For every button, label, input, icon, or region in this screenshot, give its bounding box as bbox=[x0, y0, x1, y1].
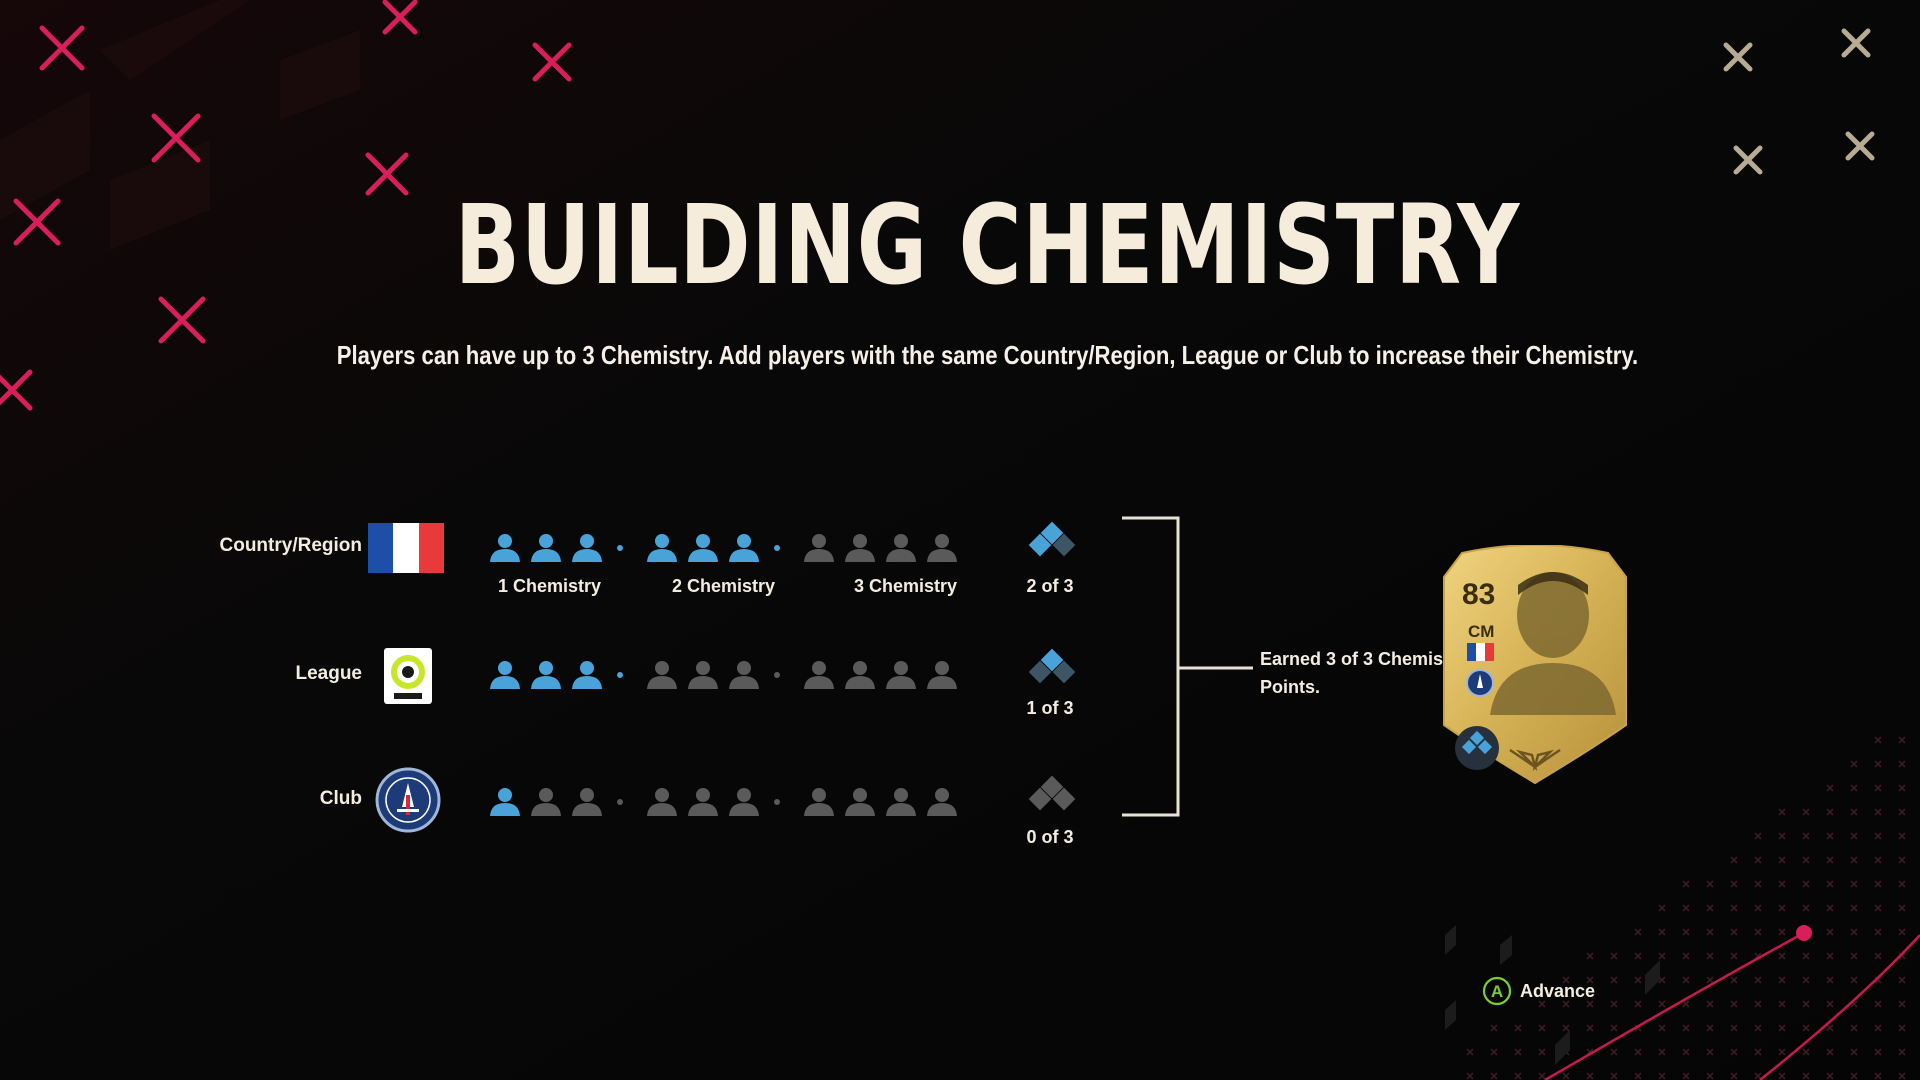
tier-separator-dot bbox=[774, 799, 780, 805]
person-icon bbox=[647, 788, 677, 816]
person-icon bbox=[531, 661, 561, 689]
row-label-club: Club bbox=[319, 788, 362, 809]
tier-separator-dot bbox=[617, 799, 623, 805]
psg-crest-icon bbox=[375, 767, 441, 833]
tier-separator-dot bbox=[617, 672, 623, 678]
person-icon bbox=[572, 534, 602, 562]
person-icon bbox=[572, 788, 602, 816]
advance-prompt[interactable]: A Advance bbox=[1482, 976, 1595, 1006]
person-icon bbox=[927, 534, 957, 562]
tier-separator-dot bbox=[774, 545, 780, 551]
person-icon bbox=[688, 788, 718, 816]
tier-label-1: 1 Chemistry bbox=[498, 576, 602, 596]
person-icon bbox=[572, 661, 602, 689]
earned-chemistry-text: Earned 3 of 3 Chemistry Points. bbox=[1260, 649, 1467, 697]
row-label-country: Country/Region bbox=[219, 535, 363, 556]
player-card[interactable] bbox=[1440, 545, 1630, 785]
person-icon bbox=[647, 661, 677, 689]
player-position: CM bbox=[1468, 622, 1495, 641]
pink-crosses bbox=[0, 0, 572, 411]
progress-label-club: 0 of 3 bbox=[1026, 827, 1074, 847]
pink-swoosh bbox=[1544, 933, 1920, 1080]
chemistry-diamond-icon-club bbox=[1028, 775, 1076, 811]
person-icon bbox=[804, 534, 834, 562]
person-icon bbox=[927, 661, 957, 689]
person-icon bbox=[804, 661, 834, 689]
progress-label-league: 1 of 3 bbox=[1026, 698, 1074, 718]
person-icon bbox=[490, 534, 520, 562]
person-icon bbox=[845, 534, 875, 562]
person-icon bbox=[927, 788, 957, 816]
person-icon bbox=[688, 534, 718, 562]
a-button-glyph: A bbox=[1491, 982, 1503, 1001]
tier-label-3: 3 Chemistry bbox=[854, 576, 958, 596]
summary-bracket bbox=[1122, 516, 1253, 817]
person-icon bbox=[729, 534, 759, 562]
persons-row-country bbox=[489, 533, 958, 563]
person-icon bbox=[531, 788, 561, 816]
person-icon bbox=[886, 661, 916, 689]
ligue-1-logo-icon bbox=[384, 648, 432, 704]
person-icon bbox=[845, 661, 875, 689]
advance-label: Advance bbox=[1520, 980, 1596, 1001]
person-icon bbox=[804, 788, 834, 816]
person-icon bbox=[845, 788, 875, 816]
page-title: BUILDING CHEMISTRY bbox=[454, 181, 1521, 309]
tier-separator-dot bbox=[774, 672, 780, 678]
player-silhouette-icon bbox=[1490, 572, 1616, 715]
person-icon bbox=[688, 661, 718, 689]
beige-crosses bbox=[1723, 28, 1875, 175]
person-icon bbox=[729, 788, 759, 816]
tier-separator-dot bbox=[617, 545, 623, 551]
person-icon bbox=[490, 661, 520, 689]
person-icon bbox=[647, 534, 677, 562]
page-subtitle: Players can have up to 3 Chemistry. Add … bbox=[336, 340, 1639, 370]
persons-row-club bbox=[489, 787, 958, 817]
person-icon bbox=[490, 788, 520, 816]
person-icon bbox=[729, 661, 759, 689]
chemistry-diamond-icon-league bbox=[1028, 648, 1076, 684]
person-icon bbox=[886, 534, 916, 562]
chemistry-diamond-icon-country bbox=[1028, 521, 1076, 557]
tier-label-2: 2 Chemistry bbox=[672, 576, 776, 596]
pink-dot bbox=[1796, 925, 1812, 941]
row-label-league: League bbox=[295, 663, 362, 684]
person-icon bbox=[886, 788, 916, 816]
persons-row-league bbox=[489, 660, 958, 690]
france-flag-icon bbox=[368, 523, 444, 573]
a-button-icon: A bbox=[1482, 976, 1512, 1006]
person-icon bbox=[531, 534, 561, 562]
wings-emblem-icon bbox=[1509, 748, 1561, 772]
player-rating: 83 bbox=[1462, 578, 1496, 611]
progress-label-country: 2 of 3 bbox=[1026, 576, 1074, 596]
